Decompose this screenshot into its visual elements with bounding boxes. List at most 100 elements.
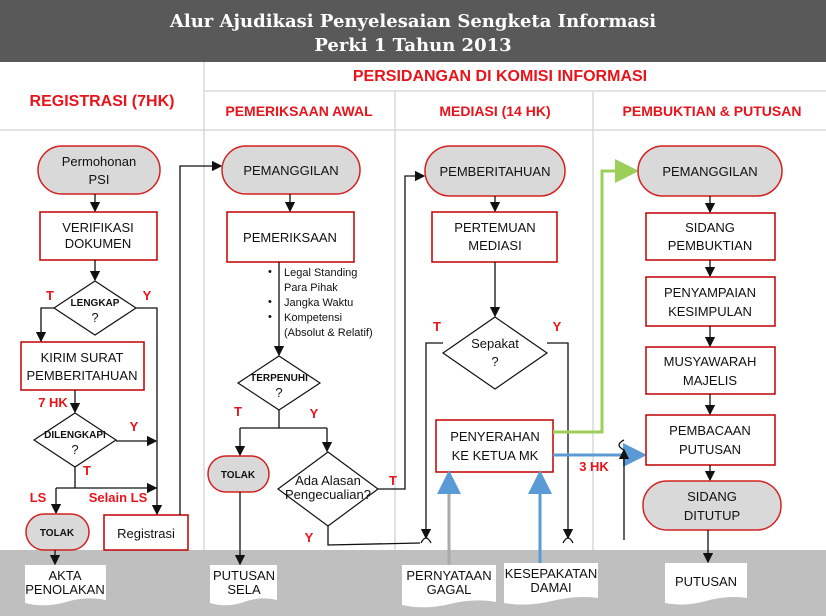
label-t: T xyxy=(46,288,54,303)
section-mediasi: MEDIASI (14 HK) xyxy=(439,103,550,119)
svg-text:KIRIM SURAT: KIRIM SURAT xyxy=(41,350,124,365)
svg-text:Kompetensi: Kompetensi xyxy=(284,312,342,324)
label-t: T xyxy=(389,473,397,488)
svg-text:MAJELIS: MAJELIS xyxy=(683,373,738,388)
svg-text:PENYAMPAIAN: PENYAMPAIAN xyxy=(664,285,756,300)
svg-text:LENGKAP: LENGKAP xyxy=(71,298,120,309)
svg-text:PEMBERITAHUAN: PEMBERITAHUAN xyxy=(27,368,138,383)
node-pemanggilan-pembuktian: PEMANGGILAN xyxy=(637,145,783,197)
section-persidangan: PERSIDANGAN DI KOMISI INFORMASI xyxy=(353,68,647,85)
svg-text:•: • xyxy=(268,296,272,308)
svg-text:GAGAL: GAGAL xyxy=(427,582,472,597)
node-pertemuan-mediasi: PERTEMUAN MEDIASI xyxy=(431,211,558,263)
svg-text:?: ? xyxy=(71,442,78,457)
label-y: Y xyxy=(305,530,314,545)
svg-text:Jangka Waktu: Jangka Waktu xyxy=(284,297,353,309)
svg-text:Pengecualian?: Pengecualian? xyxy=(285,487,371,502)
svg-text:PEMERIKSAAN: PEMERIKSAAN xyxy=(243,230,337,245)
section-pembuktian: PEMBUKTIAN & PUTUSAN xyxy=(623,103,802,119)
document-putusan-sela: PUTUSAN SELA xyxy=(210,565,277,606)
svg-text:PERTEMUAN: PERTEMUAN xyxy=(454,220,535,235)
svg-text:SIDANG: SIDANG xyxy=(687,489,737,504)
svg-text:KESEPAKATAN: KESEPAKATAN xyxy=(505,566,597,581)
node-pemeriksaan: PEMERIKSAAN xyxy=(226,211,355,263)
header-bar xyxy=(0,0,826,62)
svg-text:SELA: SELA xyxy=(227,582,261,597)
label-t: T xyxy=(433,319,441,334)
node-pemberitahuan: PEMBERITAHUAN xyxy=(424,145,566,197)
node-sidang-pembuktian: SIDANG PEMBUKTIAN xyxy=(645,212,776,261)
node-penyampaian-kesimpulan: PENYAMPAIAN KESIMPULAN xyxy=(645,276,776,327)
svg-text:PUTUSAN: PUTUSAN xyxy=(675,574,737,589)
node-musyawarah-majelis: MUSYAWARAH MAJELIS xyxy=(645,346,776,395)
decision-terpenuhi: TERPENUHI ? xyxy=(236,355,322,411)
decision-dilengkapi: DILENGKAPI ? xyxy=(32,412,118,468)
svg-text:PEMBUKTIAN: PEMBUKTIAN xyxy=(668,238,753,253)
document-kesepakatan-damai: KESEPAKATAN DAMAI xyxy=(504,563,598,605)
svg-text:(Absolut & Relatif): (Absolut & Relatif) xyxy=(284,327,373,339)
svg-text:?: ? xyxy=(91,310,98,325)
svg-text:KESIMPULAN: KESIMPULAN xyxy=(668,304,752,319)
svg-text:?: ? xyxy=(275,385,282,400)
decision-alasan-pengecualian: Ada Alasan Pengecualian? xyxy=(276,451,380,527)
svg-text:PEMBERITAHUAN: PEMBERITAHUAN xyxy=(440,164,551,179)
decision-sepakat: Sepakat ? xyxy=(441,316,549,390)
svg-text:MEDIASI: MEDIASI xyxy=(468,238,521,253)
svg-text:DAMAI: DAMAI xyxy=(530,580,571,595)
svg-text:TOLAK: TOLAK xyxy=(40,528,75,539)
document-akta-penolakan: AKTA PENOLAKAN xyxy=(25,565,106,606)
svg-text:?: ? xyxy=(491,354,498,369)
title-line1: Alur Ajudikasi Penyelesaian Sengketa Inf… xyxy=(169,11,656,32)
label-7hk: 7 HK xyxy=(38,395,68,410)
checklist: • Legal Standing Para Pihak • Jangka Wak… xyxy=(268,266,373,339)
svg-text:•: • xyxy=(268,266,272,278)
green-arrow xyxy=(553,159,639,434)
svg-text:MUSYAWARAH: MUSYAWARAH xyxy=(664,354,757,369)
svg-text:TERPENUHI: TERPENUHI xyxy=(250,373,308,384)
svg-text:PUTUSAN: PUTUSAN xyxy=(679,442,741,457)
label-selain-ls: Selain LS xyxy=(89,490,148,505)
label-t: T xyxy=(83,463,91,478)
svg-text:PEMBACAAN: PEMBACAAN xyxy=(669,423,751,438)
svg-text:TOLAK: TOLAK xyxy=(221,470,256,481)
node-penyerahan: PENYERAHAN KE KETUA MK xyxy=(435,419,554,473)
svg-text:DOKUMEN: DOKUMEN xyxy=(65,236,131,251)
svg-text:SIDANG: SIDANG xyxy=(685,220,735,235)
svg-text:PENOLAKAN: PENOLAKAN xyxy=(25,582,104,597)
node-verifikasi: VERIFIKASI DOKUMEN xyxy=(39,211,158,261)
svg-text:Registrasi: Registrasi xyxy=(117,526,175,541)
label-t: T xyxy=(234,404,242,419)
svg-text:Para Pihak: Para Pihak xyxy=(284,282,338,294)
decision-lengkap: LENGKAP ? xyxy=(52,280,138,336)
label-y: Y xyxy=(553,319,562,334)
svg-text:PENYERAHAN: PENYERAHAN xyxy=(450,429,540,444)
node-pemanggilan-awal: PEMANGGILAN xyxy=(221,145,361,195)
svg-text:Permohonan: Permohonan xyxy=(62,154,136,169)
svg-text:AKTA: AKTA xyxy=(49,568,82,583)
label-ls: LS xyxy=(30,490,47,505)
node-registrasi: Registrasi xyxy=(103,514,189,551)
svg-text:DITUTUP: DITUTUP xyxy=(684,508,740,523)
document-putusan: PUTUSAN xyxy=(665,563,747,605)
node-sidang-ditutup: SIDANG DITUTUP xyxy=(642,480,782,531)
svg-text:PUTUSAN: PUTUSAN xyxy=(213,568,275,583)
node-pembacaan-putusan: PEMBACAAN PUTUSAN xyxy=(645,414,776,466)
svg-text:PEMANGGILAN: PEMANGGILAN xyxy=(243,163,338,178)
node-tolak-awal: TOLAK xyxy=(207,455,270,493)
svg-text:PSI: PSI xyxy=(89,172,110,187)
label-y: Y xyxy=(310,406,319,421)
document-pernyataan-gagal: PERNYATAAN GAGAL xyxy=(402,565,496,608)
node-permohonan: Permohonan PSI xyxy=(37,145,161,195)
section-registrasi: REGISTRASI (7HK) xyxy=(30,93,175,110)
label-y: Y xyxy=(130,419,139,434)
section-pemeriksaan-awal: PEMERIKSAAN AWAL xyxy=(225,103,373,119)
svg-text:PERNYATAAN: PERNYATAAN xyxy=(406,568,491,583)
svg-text:KE KETUA MK: KE KETUA MK xyxy=(452,448,539,463)
node-tolak: TOLAK xyxy=(25,513,90,551)
svg-text:•: • xyxy=(268,311,272,323)
svg-text:Legal Standing: Legal Standing xyxy=(284,267,357,279)
svg-text:PEMANGGILAN: PEMANGGILAN xyxy=(662,164,757,179)
label-3hk: 3 HK xyxy=(579,459,609,474)
svg-text:VERIFIKASI: VERIFIKASI xyxy=(62,220,134,235)
